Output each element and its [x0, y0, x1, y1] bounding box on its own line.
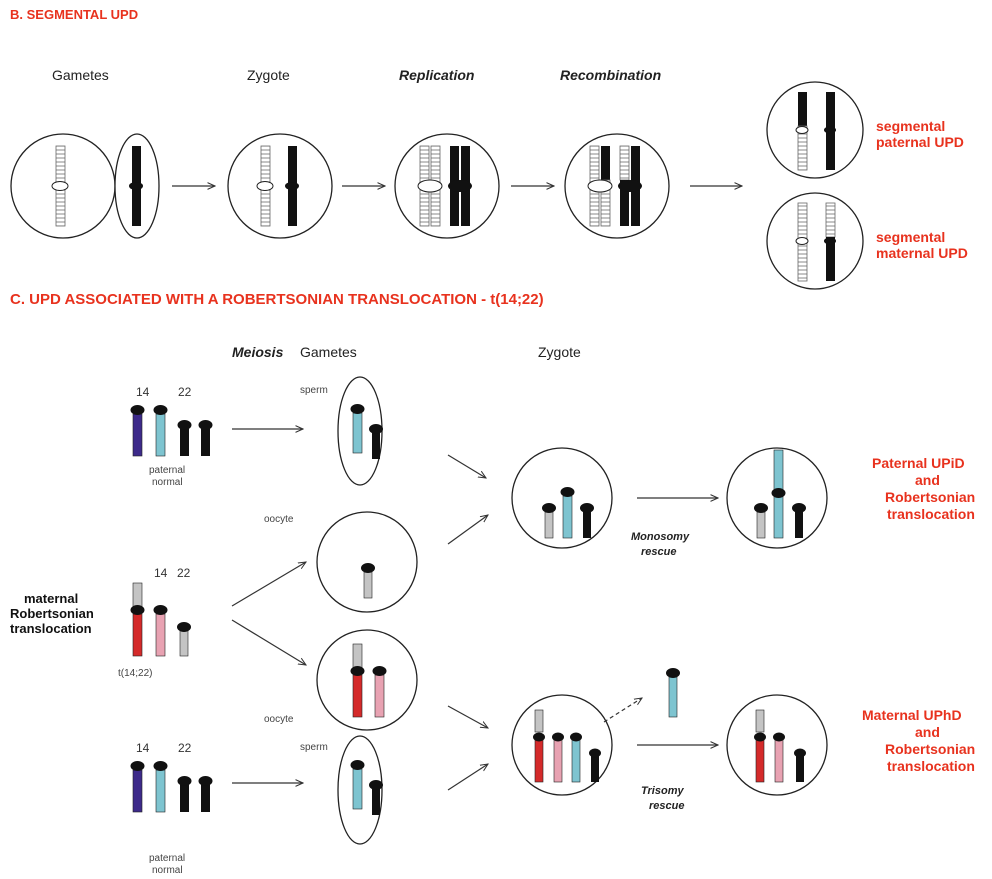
step-zygote-b: Zygote [247, 67, 290, 83]
translocation-label: t(14;22) [118, 668, 152, 679]
label-22-bottom: 22 [178, 741, 192, 755]
step-gametes-b: Gametes [52, 67, 109, 83]
result-maternal-c-line2: and [915, 724, 940, 740]
step-replication: Replication [399, 67, 474, 83]
result-paternal-c-line1: Paternal UPiD [872, 455, 965, 471]
maternal-label-22: 22 [177, 566, 191, 580]
centromere [587, 179, 613, 193]
step-gametes-c: Gametes [300, 344, 357, 360]
result-cell-paternal-b [766, 81, 864, 179]
sperm-cell-top [337, 376, 383, 486]
oocyte-label-bottom: oocyte [264, 714, 294, 725]
sperm-label-bottom: sperm [300, 742, 328, 753]
arrow-c-oocyte-top [231, 562, 306, 607]
zygote-cell-b [227, 133, 333, 239]
monosomy-label-line1: Monosomy [631, 531, 690, 543]
oocyte-cell-top [316, 511, 418, 613]
result-maternal-line2: maternal UPD [876, 245, 968, 261]
paternal-normal-line1: paternal [149, 465, 185, 476]
paternal-normal-top: 14 22 paternal normal [130, 385, 213, 488]
gamete-cells-b [10, 133, 160, 239]
paternal-normal-bottom-line2: normal [152, 865, 183, 876]
arrow-to-zygote-bottom-2 [447, 764, 488, 791]
step-recombination: Recombination [560, 67, 661, 83]
paternal-normal-line2: normal [152, 477, 183, 488]
trisomy-label-line2: rescue [649, 800, 684, 812]
result-paternal-c-line2: and [915, 472, 940, 488]
centromere [51, 181, 69, 191]
label-14: 14 [136, 385, 150, 399]
section-b-title: B. SEGMENTAL UPD [10, 7, 138, 22]
result-cell-maternal-c [726, 694, 828, 796]
arrow-to-zygote-top-2 [447, 515, 488, 545]
result-maternal-c-line3: Robertsonian [885, 741, 975, 757]
arrow-to-zygote-top-1 [447, 454, 486, 478]
result-cell-maternal-b [766, 192, 864, 290]
sperm-label-top: sperm [300, 385, 328, 396]
centromere [417, 179, 443, 193]
result-maternal-c-line1: Maternal UPhD [862, 707, 962, 723]
step-meiosis: Meiosis [232, 344, 284, 360]
centromere [129, 182, 143, 190]
result-paternal-line1: segmental [876, 118, 945, 134]
centromere [256, 181, 274, 191]
arrow-c-oocyte-bottom [231, 619, 306, 665]
arrow-to-zygote-bottom-1 [447, 705, 488, 728]
lost-chromosome [666, 668, 680, 718]
sperm-cell-bottom [337, 735, 383, 845]
maternal-label-line1: maternal [24, 591, 78, 606]
result-paternal-c-line4: translocation [887, 506, 975, 522]
replication-cell [394, 133, 500, 239]
maternal-label-line3: translocation [10, 621, 92, 636]
centromere [618, 180, 642, 192]
centromere [285, 182, 299, 190]
paternal-normal-bottom-line1: paternal [149, 853, 185, 864]
label-14-bottom: 14 [136, 741, 150, 755]
maternal-chromosomes: 14 22 t(14;22) [118, 566, 191, 679]
result-paternal-c-line3: Robertsonian [885, 489, 975, 505]
monosomy-label-line2: rescue [641, 546, 676, 558]
maternal-label-line2: Robertsonian [10, 606, 94, 621]
section-c-title: C. UPD ASSOCIATED WITH A ROBERTSONIAN TR… [10, 291, 544, 308]
paternal-normal-bottom: 14 22 paternal normal [130, 741, 213, 876]
label-22: 22 [178, 385, 192, 399]
oocyte-cell-bottom [316, 629, 418, 731]
zygote-trisomy [511, 694, 613, 796]
trisomy-label-line1: Trisomy [641, 785, 684, 797]
arrow-lost-chromosome [603, 698, 642, 723]
result-maternal-c-line4: translocation [887, 758, 975, 774]
result-paternal-line2: paternal UPD [876, 134, 964, 150]
centromere [448, 180, 472, 192]
result-cell-paternal-c [726, 447, 828, 549]
recombination-cell [564, 133, 670, 239]
zygote-monosomy [511, 447, 613, 549]
oocyte-label-top: oocyte [264, 514, 294, 525]
result-maternal-line1: segmental [876, 229, 945, 245]
step-zygote-c: Zygote [538, 344, 581, 360]
maternal-label-14: 14 [154, 566, 168, 580]
